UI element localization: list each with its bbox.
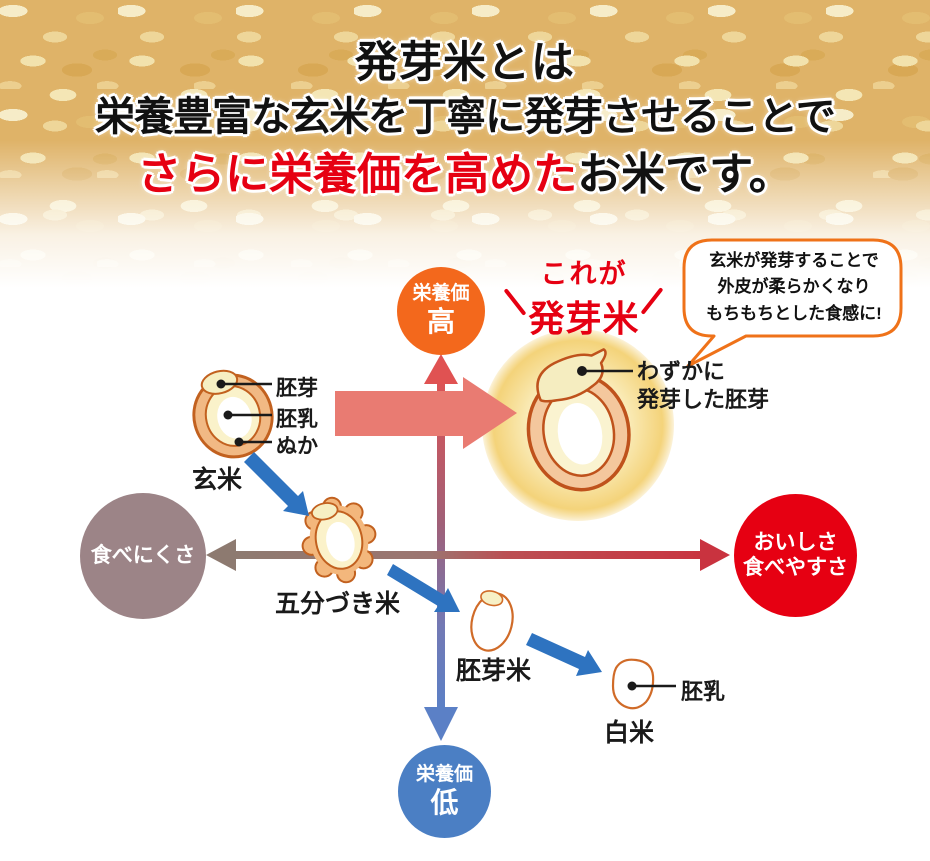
- nutrition-high-badge: 栄養価 高: [397, 267, 485, 355]
- speech-bubble-text: 玄米が発芽することで 外皮が柔らかくなり もちもちとした食感に!: [688, 248, 900, 327]
- bubble-line1: 玄米が発芽することで: [709, 251, 879, 270]
- genmai-part-germ-label: 胚芽: [276, 377, 318, 400]
- bubble-line2: 外皮が柔らかくなり: [717, 277, 871, 297]
- down-arrow-icon: [424, 707, 458, 741]
- gobuzuki-illustration: [301, 496, 377, 584]
- hatsugamai-illustration: [526, 348, 633, 492]
- bubble-line3: もちもちとした食感に!: [706, 303, 882, 323]
- process-arrow-1-icon: [244, 452, 309, 516]
- highlight-name: 発芽米: [528, 298, 640, 339]
- haigamai-label: 胚芽米: [456, 657, 532, 685]
- hard-to-eat-badge: 食べにくさ: [80, 493, 206, 619]
- nutrition-high-value: 高: [426, 306, 455, 338]
- sprouted-germ-note-line2: 発芽した胚芽: [637, 386, 770, 412]
- tasty-label-line1: おいしさ: [753, 531, 838, 555]
- tasty-badge: おいしさ 食べやすさ: [734, 494, 857, 617]
- right-arrow-icon: [700, 539, 730, 571]
- hero-title-line1: 発芽米とは: [355, 39, 575, 87]
- haigamai-illustration: [470, 590, 514, 652]
- tasty-label-line2: 食べやすさ: [743, 555, 848, 579]
- genmai-illustration: [192, 369, 274, 459]
- hero-title-line3-black: お米です。: [577, 150, 793, 199]
- gobuzuki-label: 五分づき米: [275, 590, 401, 618]
- transform-arrow-icon: [335, 377, 517, 449]
- hero-title-line2: 栄養豊富な玄米を丁寧に発芽させることで: [95, 95, 836, 139]
- highlight-callout: これが 発芽米: [500, 252, 668, 342]
- horizontal-axis: [206, 539, 730, 571]
- highlight-lead: これが: [540, 259, 628, 289]
- genmai-part-bran-label: ぬか: [276, 435, 318, 458]
- nutrition-low-badge: 栄養価 低: [398, 745, 491, 838]
- sprouted-germ-note-line1: わずかに: [637, 359, 726, 384]
- nutrition-low-value: 低: [430, 786, 459, 818]
- nutrition-high-label: 栄養価: [412, 283, 470, 305]
- hakumai-illustration: [611, 658, 676, 710]
- hakumai-part-endosperm-label: 胚乳: [681, 679, 726, 704]
- up-arrow-icon: [424, 354, 458, 384]
- process-arrow-3-icon: [526, 633, 602, 676]
- hakumai-label: 白米: [604, 719, 655, 747]
- hard-to-eat-label: 食べにくさ: [90, 543, 196, 567]
- hero-title-line3-red: さらに栄養価を高めた: [137, 150, 578, 199]
- left-arrow-icon: [206, 539, 236, 571]
- hero-title-line3: さらに栄養価を高めたお米です。: [0, 138, 930, 202]
- genmai-label: 玄米: [192, 466, 243, 494]
- sprouted-germ-note: わずかに 発芽した胚芽: [637, 358, 769, 413]
- vertical-axis: [424, 354, 458, 741]
- nutrition-low-label: 栄養価: [415, 763, 473, 785]
- genmai-part-endosperm-label: 胚乳: [276, 408, 318, 431]
